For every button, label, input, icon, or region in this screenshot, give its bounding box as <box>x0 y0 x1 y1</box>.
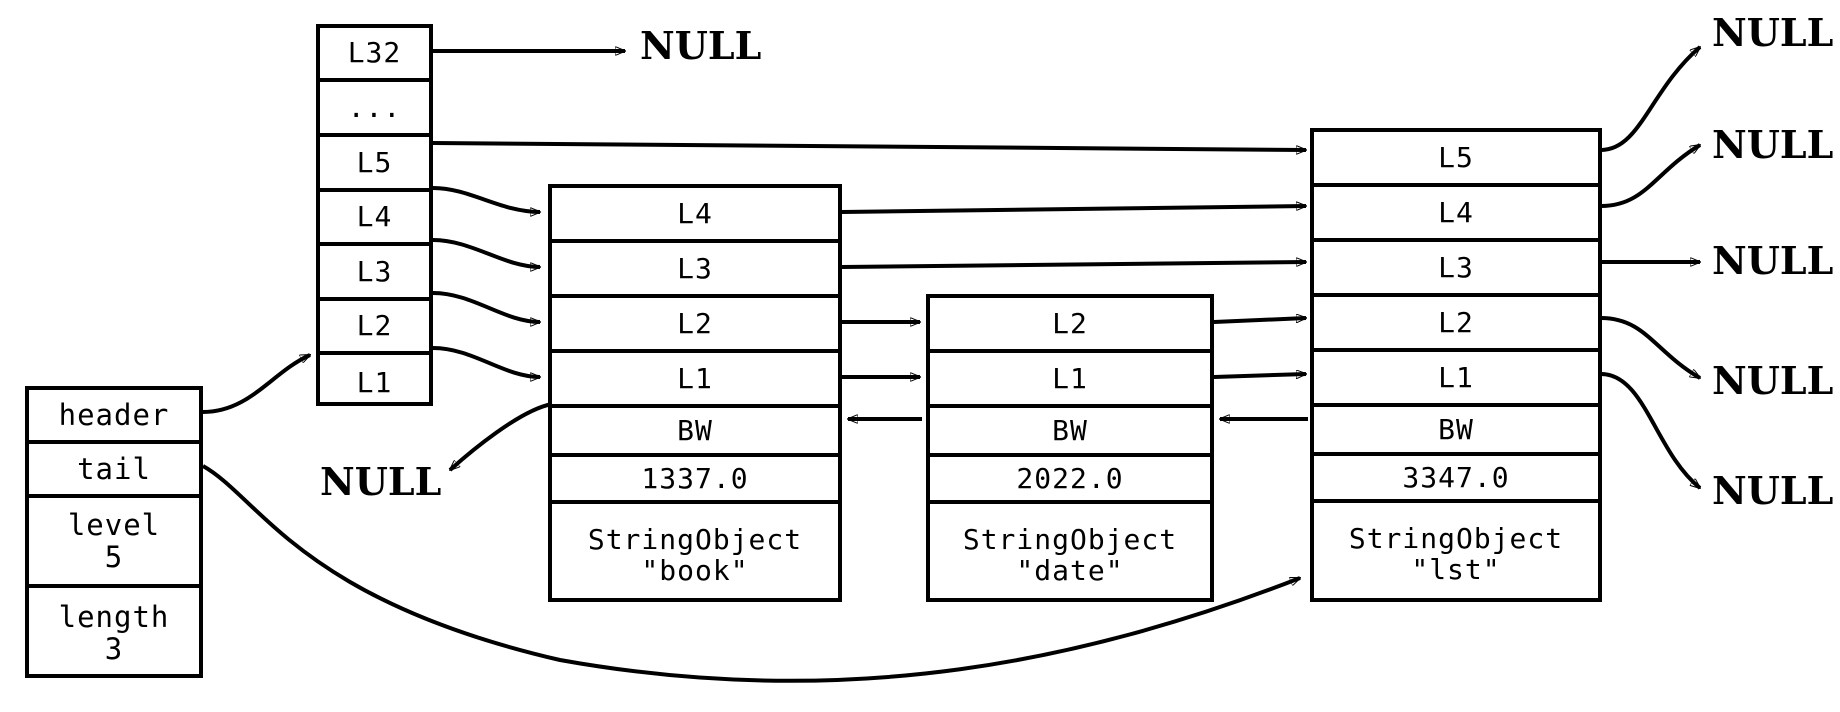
arrow-header-l2-to-book <box>432 291 540 322</box>
node-date-backward: BW <box>930 408 1210 457</box>
node-lst-score-label: 3347.0 <box>1402 460 1510 494</box>
node-date-score: 2022.0 <box>930 457 1210 504</box>
arrow-date-l2-to-lst <box>1213 318 1306 324</box>
node-book-level-l1: L1 <box>552 353 838 408</box>
arrow-lst-l5-to-null <box>1600 45 1700 152</box>
arrow-header-l3-to-book <box>432 238 540 267</box>
node-book-score: 1337.0 <box>552 457 838 504</box>
node-book-l3-label: L3 <box>677 251 713 285</box>
arrow-lst-l2-to-null <box>1600 316 1700 380</box>
node-date-object: StringObject "date" <box>930 504 1210 606</box>
header-node-box: L32 ... L5 L4 L3 L2 L1 <box>316 24 433 406</box>
null-label-tail-l1: NULL <box>1712 468 1834 513</box>
header-level-l32-label: L32 <box>347 36 402 70</box>
header-level-ellipsis: ... <box>320 82 429 137</box>
node-date-level-l2: L2 <box>930 298 1210 353</box>
node-lst-score: 3347.0 <box>1314 456 1598 503</box>
header-level-l2: L2 <box>320 301 429 355</box>
node-book-bw-label: BW <box>677 413 713 447</box>
node-book-level-l4: L4 <box>552 188 838 243</box>
node-date-obj-value: "date" <box>1016 554 1124 587</box>
node-book-l4-label: L4 <box>677 196 713 230</box>
node-lst-backward: BW <box>1314 407 1598 456</box>
node-lst-bw-label: BW <box>1438 412 1474 446</box>
null-label-header-top: NULL <box>640 23 762 68</box>
node-lst-l1-label: L1 <box>1438 360 1474 394</box>
node-lst-level-l5: L5 <box>1314 132 1598 187</box>
arrow-header-l4-to-book <box>432 186 540 212</box>
node-book-level-l2: L2 <box>552 298 838 353</box>
struct-header-label: header <box>58 397 170 432</box>
arrow-book-l3-to-lst <box>841 262 1306 269</box>
node-date-score-label: 2022.0 <box>1016 461 1124 495</box>
struct-tail-label: tail <box>77 451 151 486</box>
node-date-bw-label: BW <box>1052 413 1088 447</box>
node-book-l1-label: L1 <box>677 361 713 395</box>
node-lst-l4-label: L4 <box>1438 195 1474 229</box>
node-lst-obj-type: StringObject <box>1348 521 1564 555</box>
node-book-box: L4 L3 L2 L1 BW 1337.0 StringObject "book… <box>548 184 842 602</box>
node-date-box: L2 L1 BW 2022.0 StringObject "date" <box>926 294 1214 602</box>
null-label-tail-l4: NULL <box>1712 122 1834 167</box>
null-label-tail-l5: NULL <box>1712 10 1834 55</box>
struct-row-length: length 3 <box>29 588 199 678</box>
node-lst-l3-label: L3 <box>1438 250 1474 284</box>
node-book-obj-type: StringObject <box>587 522 803 556</box>
null-label-first-backward: NULL <box>320 459 442 504</box>
arrow-lst-l1-to-null <box>1600 372 1700 490</box>
node-book-obj-value: "book" <box>641 554 749 587</box>
node-book-backward: BW <box>552 408 838 457</box>
header-level-l3-label: L3 <box>356 254 393 288</box>
header-level-l1-label: L1 <box>356 365 393 399</box>
skiplist-struct-box: header tail level 5 length 3 <box>25 386 203 678</box>
struct-level-label: level <box>67 507 161 542</box>
node-lst-level-l2: L2 <box>1314 297 1598 352</box>
header-level-l2-label: L2 <box>356 309 393 343</box>
arrow-header-l1-to-book <box>432 346 540 377</box>
node-date-obj-type: StringObject <box>962 522 1178 556</box>
node-book-level-l3: L3 <box>552 243 838 298</box>
struct-level-value: 5 <box>104 540 124 574</box>
node-date-level-l1: L1 <box>930 353 1210 408</box>
node-date-l1-label: L1 <box>1052 361 1088 395</box>
node-lst-obj-value: "lst" <box>1411 553 1501 586</box>
struct-length-value: 3 <box>104 632 124 666</box>
arrow-lst-l4-to-null <box>1600 143 1700 208</box>
arrow-header-l5-to-lst <box>432 141 1306 150</box>
node-lst-object: StringObject "lst" <box>1314 503 1598 605</box>
arrow-book-bw-to-null <box>450 402 553 470</box>
header-level-l4-label: L4 <box>356 200 393 234</box>
struct-row-tail: tail <box>29 444 199 498</box>
header-level-l3: L3 <box>320 246 429 301</box>
node-lst-level-l1: L1 <box>1314 352 1598 407</box>
struct-row-header: header <box>29 390 199 444</box>
arrow-struct-header-to-headernode <box>202 353 310 414</box>
null-label-tail-l2: NULL <box>1712 358 1834 403</box>
struct-length-label: length <box>58 599 170 634</box>
struct-row-level: level 5 <box>29 498 199 588</box>
node-lst-box: L5 L4 L3 L2 L1 BW 3347.0 StringObject "l… <box>1310 128 1602 602</box>
null-label-tail-l3: NULL <box>1712 238 1834 283</box>
node-lst-level-l4: L4 <box>1314 187 1598 242</box>
header-level-l4: L4 <box>320 192 429 246</box>
header-level-ellipsis-label: ... <box>347 90 402 124</box>
node-book-object: StringObject "book" <box>552 504 838 606</box>
node-book-l2-label: L2 <box>677 306 713 340</box>
node-lst-l2-label: L2 <box>1438 305 1474 339</box>
arrow-book-l4-to-lst <box>841 206 1306 214</box>
header-level-l1: L1 <box>320 355 429 410</box>
node-date-l2-label: L2 <box>1052 306 1088 340</box>
node-lst-level-l3: L3 <box>1314 242 1598 297</box>
node-lst-l5-label: L5 <box>1438 140 1474 174</box>
header-level-l5: L5 <box>320 137 429 192</box>
node-book-score-label: 1337.0 <box>641 461 749 495</box>
header-level-l32: L32 <box>320 28 429 82</box>
arrow-date-l1-to-lst <box>1213 374 1306 379</box>
header-level-l5-label: L5 <box>356 145 393 179</box>
